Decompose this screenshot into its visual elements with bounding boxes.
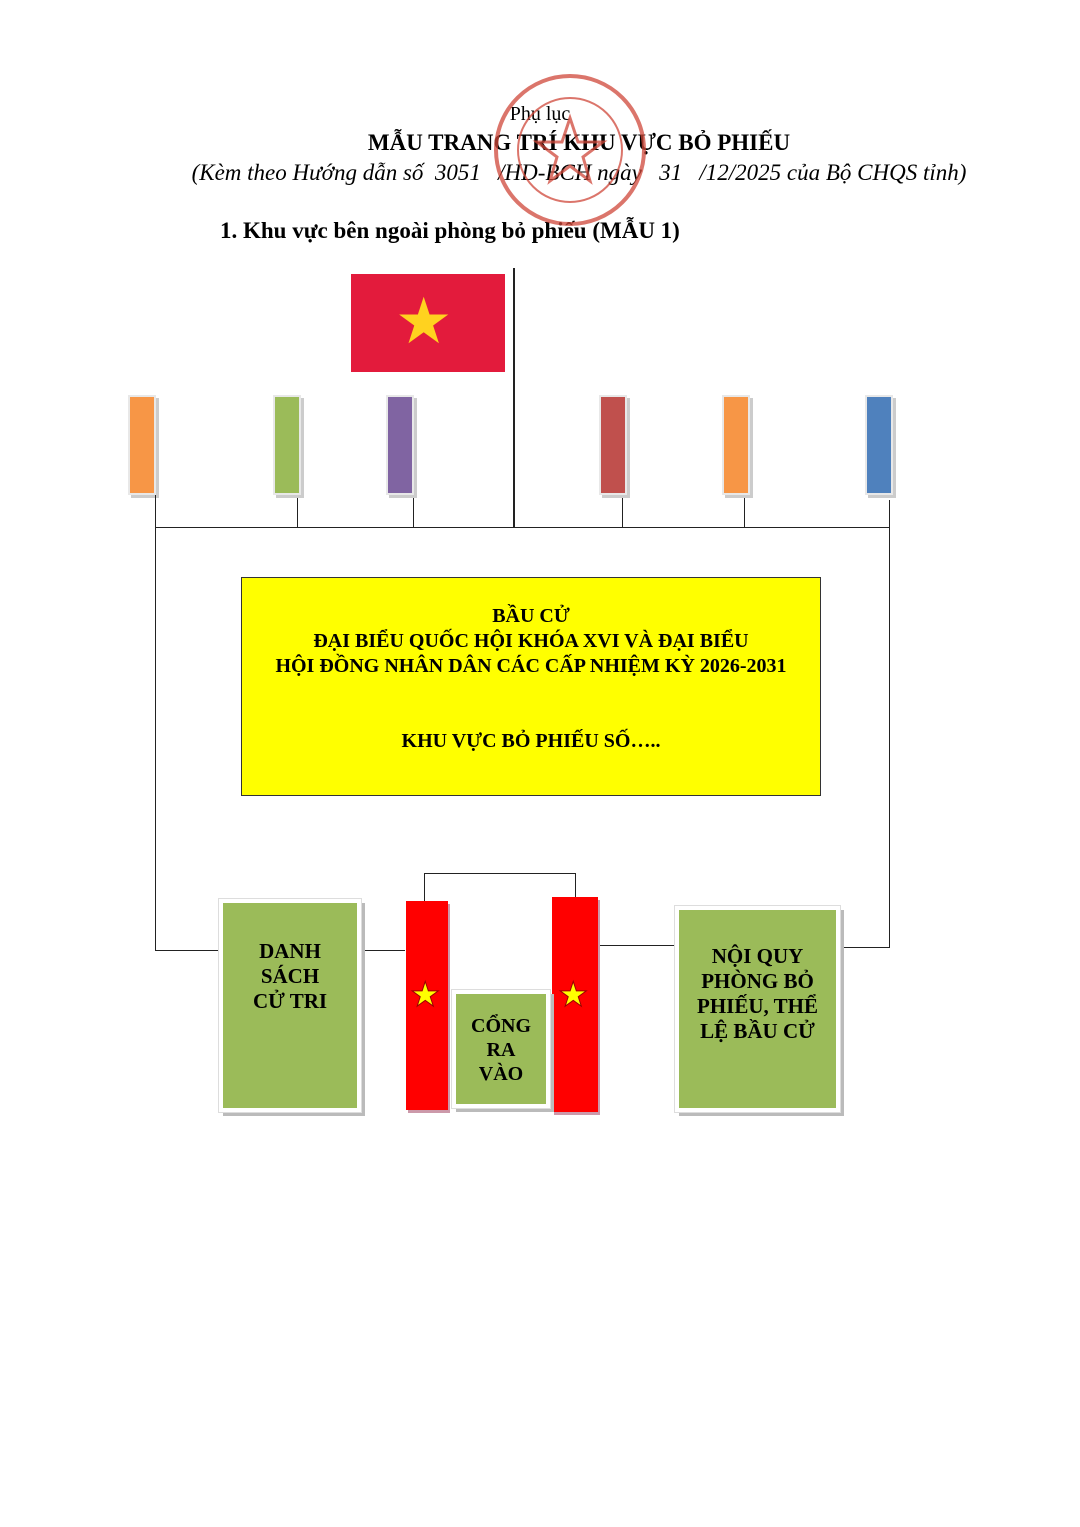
voter-list-board: DANH SÁCH CỬ TRI [218,898,362,1113]
section-heading: 1. Khu vực bên ngoài phòng bỏ phiếu (MẪU… [220,218,680,243]
star-icon: ★ [409,977,441,1014]
gate-pillar-left: ★ [406,901,448,1110]
banner-blue [865,395,893,495]
official-stamp [494,74,646,226]
notice-polling-area: KHU VỰC BỎ PHIẾU SỐ….. [401,730,661,752]
banner-orange-2 [722,395,750,495]
appendix-label: Phụ lục [509,103,571,125]
star-icon: ★ [557,977,589,1014]
subtitle: (Kèm theo Hướng dẫn số 3051 /HD-BCH ngày… [191,160,967,185]
election-notice-board: BẦU CỬ ĐẠI BIỂU QUỐC HỘI KHÓA XVI VÀ ĐẠI… [241,577,821,796]
notice-line: BẦU CỬ [492,605,570,627]
banner-green [273,395,301,495]
rules-board: NỘI QUY PHÒNG BỎ PHIẾU, THỂ LỆ BẦU CỬ [674,905,841,1113]
banner-orange [128,395,156,495]
national-flag: ★ [351,274,505,372]
gate-board: CỔNG RA VÀO [451,989,551,1109]
flag-pole [513,268,515,528]
flag-star-icon: ★ [395,286,453,357]
notice-line: ĐẠI BIỂU QUỐC HỘI KHÓA XVI VÀ ĐẠI BIỂU [313,630,749,652]
connector-line [155,527,890,528]
banner-red [599,395,627,495]
notice-line: HỘI ĐỒNG NHÂN DÂN CÁC CẤP NHIỆM KỲ 2026-… [275,655,787,677]
banner-purple [386,395,414,495]
gate-pillar-right: ★ [552,897,598,1112]
